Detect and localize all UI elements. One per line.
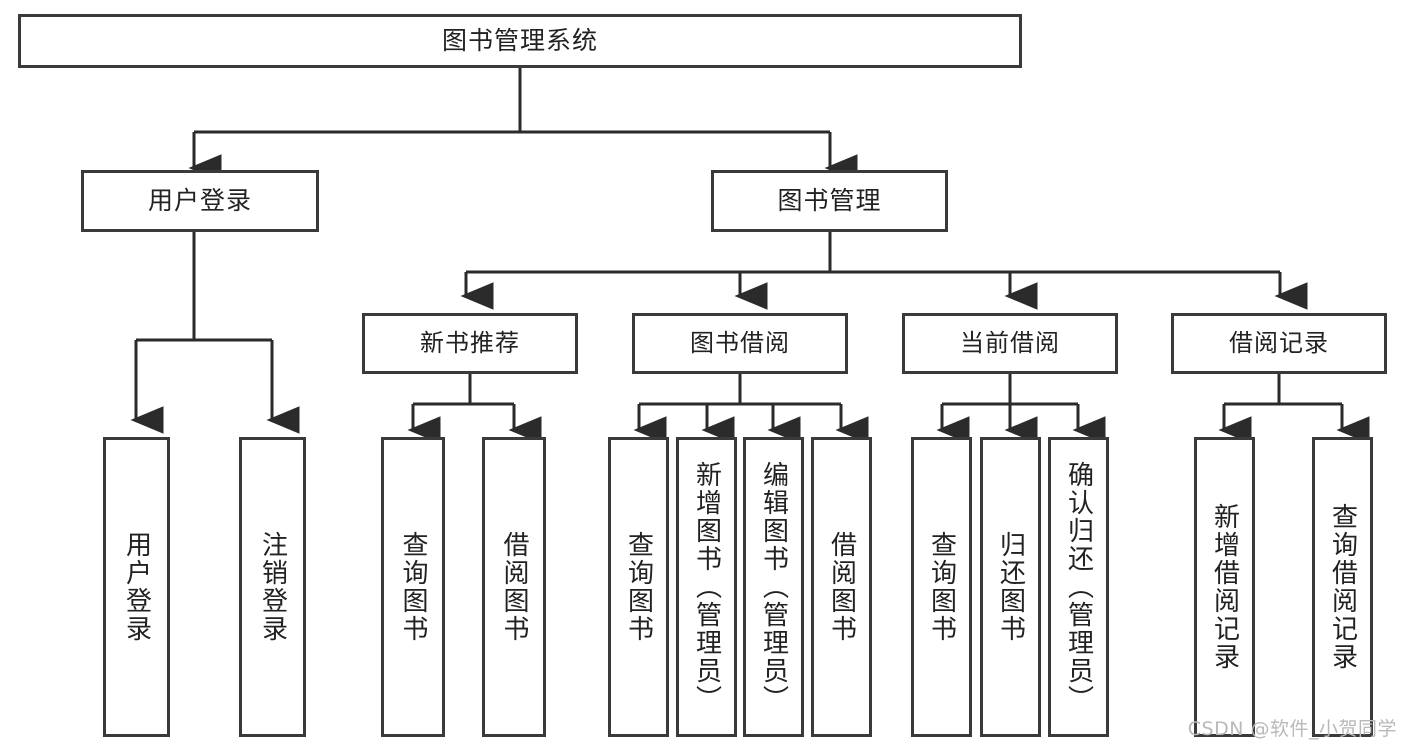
node-label: 查询图书 — [926, 531, 957, 643]
node-book-management[interactable]: 图书管理 — [711, 170, 948, 232]
edge-group-root — [188, 68, 858, 182]
node-label: 图书借阅 — [690, 328, 790, 357]
edge-group-user-login — [130, 232, 300, 434]
leaf-add-book-admin[interactable]: 新增图书（管理员） — [676, 437, 737, 737]
leaf-query-book-borrow[interactable]: 查询图书 — [608, 437, 669, 737]
node-label: 新书推荐 — [420, 328, 520, 357]
node-borrow-record[interactable]: 借阅记录 — [1171, 313, 1387, 374]
node-label: 新增图书（管理员） — [691, 461, 722, 713]
node-label: 借阅图书 — [499, 531, 530, 643]
node-label: 图书管理 — [777, 185, 882, 215]
node-label: 归还图书 — [995, 531, 1026, 643]
node-label: 编辑图书（管理员） — [758, 461, 789, 713]
node-label: 查询图书 — [623, 531, 654, 643]
edge-group-borrow-record — [1218, 374, 1370, 444]
leaf-borrow-book-recommend[interactable]: 借阅图书 — [482, 437, 546, 737]
watermark-text: CSDN @软件_小贺同学 — [1187, 718, 1397, 740]
edge-group-new-book — [407, 374, 542, 444]
leaf-query-book-current[interactable]: 查询图书 — [911, 437, 972, 737]
leaf-logout-login[interactable]: 注销登录 — [239, 437, 306, 737]
edge-group-book-manage — [460, 232, 1308, 310]
leaf-borrow-book[interactable]: 借阅图书 — [811, 437, 872, 737]
edge-group-book-borrow — [633, 374, 869, 444]
node-new-book-recommend[interactable]: 新书推荐 — [362, 313, 578, 374]
node-label: 借阅记录 — [1229, 328, 1329, 357]
leaf-user-login[interactable]: 用户登录 — [103, 437, 170, 737]
node-book-borrow[interactable]: 图书借阅 — [632, 313, 848, 374]
node-label: 确认归还（管理员） — [1063, 461, 1094, 713]
node-label: 当前借阅 — [960, 328, 1060, 357]
node-label: 查询借阅记录 — [1327, 503, 1358, 671]
node-user-login[interactable]: 用户登录 — [81, 170, 319, 232]
node-label: 用户登录 — [121, 531, 152, 643]
node-label: 借阅图书 — [826, 531, 857, 643]
node-current-borrow[interactable]: 当前借阅 — [902, 313, 1118, 374]
leaf-query-borrow-record[interactable]: 查询借阅记录 — [1312, 437, 1373, 737]
leaf-confirm-return-admin[interactable]: 确认归还（管理员） — [1048, 437, 1109, 737]
leaf-add-borrow-record[interactable]: 新增借阅记录 — [1194, 437, 1255, 737]
node-label: 图书管理系统 — [441, 25, 598, 55]
node-label: 用户登录 — [147, 185, 252, 215]
leaf-return-book[interactable]: 归还图书 — [980, 437, 1041, 737]
node-book-management-system[interactable]: 图书管理系统 — [18, 14, 1022, 68]
edge-group-current-borrow — [936, 374, 1106, 444]
node-label: 查询图书 — [398, 531, 429, 643]
leaf-edit-book-admin[interactable]: 编辑图书（管理员） — [743, 437, 804, 737]
node-label: 注销登录 — [257, 531, 288, 643]
leaf-query-book-recommend[interactable]: 查询图书 — [381, 437, 445, 737]
node-label: 新增借阅记录 — [1209, 503, 1240, 671]
